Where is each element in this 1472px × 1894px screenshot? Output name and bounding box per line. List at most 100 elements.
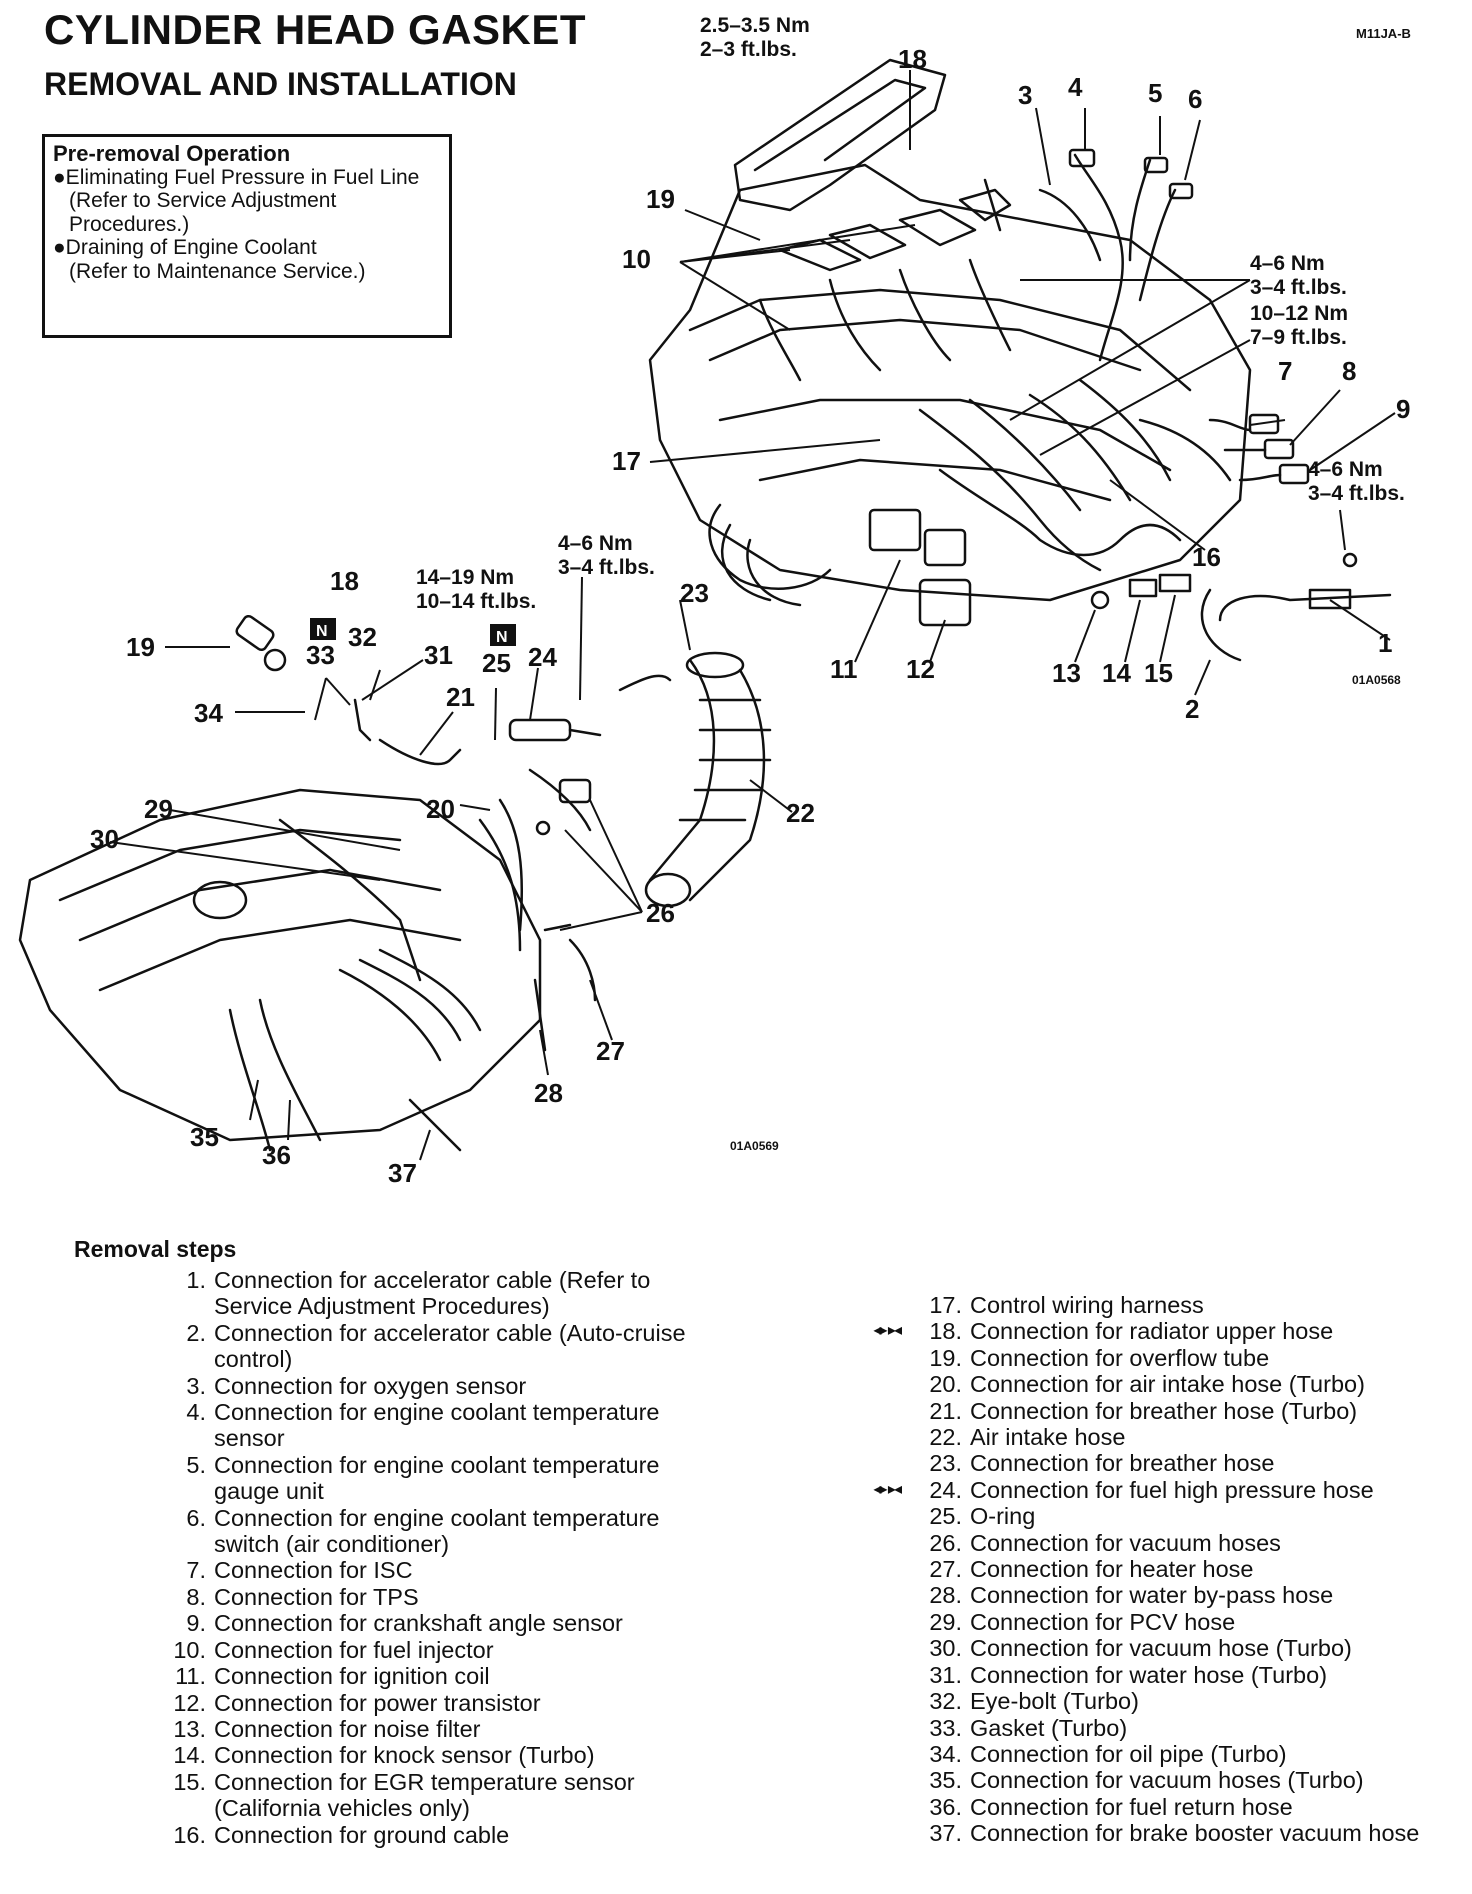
callout-number: 11 [830,654,858,684]
step-number: 15. [173,1768,206,1795]
removal-step: 32. Eye-bolt (Turbo) [906,1688,1466,1714]
step-number: 35. [929,1767,962,1794]
removal-step: 29. Connection for PCV hose [906,1609,1466,1635]
step-text: Connection for overflow tube [970,1344,1270,1371]
step-text: Connection for heater hose [970,1556,1254,1583]
page-title: CYLINDER HEAD GASKET [44,6,587,53]
callout-number: 37 [388,1158,417,1188]
step-text: Connection for fuel injector [214,1636,494,1663]
callout-number: 18 [898,44,927,74]
removal-step: 30.Connection for vacuum hose (Turbo) [906,1635,1466,1661]
step-number: 33. [929,1714,962,1741]
air-intake-turbo-hose-illustration [498,798,524,932]
step-text: Connection for fuel return hose [970,1793,1293,1820]
reference-code: M11JA-B [1356,26,1411,41]
figure-id: 01A0568 [1352,673,1401,687]
step-text: Eye-bolt (Turbo) [970,1688,1139,1715]
accelerator-cable-illustration [1200,552,1392,662]
callout-number: 21 [446,682,475,712]
step-text: Connection for accelerator cable (Refer … [214,1267,651,1320]
pre-removal-heading: Pre-removal Operation [53,141,291,166]
callout-number: 22 [786,798,815,828]
callout-number: 20 [426,794,455,824]
step-text: Connection for brake booster vacuum hose [970,1820,1420,1847]
step-text: Connection for oil pipe (Turbo) [970,1740,1287,1767]
callout-number: 26 [646,898,675,928]
heater-hose-illustration [568,938,597,1002]
pre-removal-item: ●Eliminating Fuel Pressure in Fuel Line [53,165,420,189]
removal-step: 6.Connection for engine coolant temperat… [150,1505,710,1558]
callout-number: 24 [528,642,557,672]
step-text: Connection for PCV hose [970,1608,1236,1635]
pre-removal-note: (Refer to Maintenance Service.) [69,259,366,283]
engine-exploded-diagram: N N 2.5–3.5 Nm 2–3 ft.lbs. 4–6 Nm 3–4 ft… [18,14,1410,1188]
step-number: 34. [929,1740,962,1767]
step-number: 32. [929,1688,962,1715]
installation-note-mark: ◂▸ ▸◂ [873,1322,902,1340]
callout-number: 1 [1378,628,1392,658]
callout-number: 23 [680,578,709,608]
figure-id: 01A0569 [730,1139,779,1153]
callout-number: 3 [1018,80,1032,110]
callout-number: 8 [1342,356,1356,386]
torque-value: 4–6 Nm [1308,458,1383,481]
new-part-mark-icon [310,618,516,646]
callout-number: 10 [622,244,651,274]
torque-value: 4–6 Nm [558,532,633,555]
page-subtitle: REMOVAL AND INSTALLATION [44,66,517,102]
step-text: Connection for engine coolant temperatur… [214,1399,660,1452]
step-number: 31. [929,1661,962,1688]
removal-step: 13.Connection for noise filter [150,1716,710,1742]
fuel-injector-illustration [778,178,1012,272]
step-text: Air intake hose [970,1424,1126,1451]
callout-number: 30 [90,824,119,854]
removal-step: 17.Control wiring harness [906,1292,1466,1318]
step-number: 37. [929,1820,962,1847]
step-text: Gasket (Turbo) [970,1714,1128,1741]
removal-step: 35.Connection for vacuum hoses (Turbo) [906,1767,1466,1793]
new-part-mark: N [496,629,508,646]
step-number: 23. [929,1450,962,1477]
callout-number: 34 [194,698,223,728]
callout-number: 29 [144,794,173,824]
removal-step: 28.Connection for water by-pass hose [906,1582,1466,1608]
removal-steps-heading: Removal steps [74,1236,237,1262]
callout-number: 25 [482,648,511,678]
removal-step: 20.Connection for air intake hose (Turbo… [906,1371,1466,1397]
step-text: Connection for breather hose [970,1450,1275,1477]
air-intake-hose-illustration [644,651,772,908]
callout-number: 12 [906,654,935,684]
step-text: Connection for ISC [214,1557,413,1584]
step-text: Connection for engine coolant temperatur… [214,1451,660,1505]
installation-note-mark: ◂▸ ▸◂ [873,1480,902,1498]
callout-number: 19 [646,184,675,214]
step-number: 20. [929,1371,962,1398]
callout-number: 15 [1144,658,1173,688]
step-number: 10. [173,1636,206,1663]
callout-number: 28 [534,1078,563,1108]
step-number: 25. [929,1503,962,1530]
brake-booster-hose-illustration [408,1098,462,1152]
torque-value: 14–19 Nm [416,566,514,589]
step-text: Connection for vacuum hose (Turbo) [970,1635,1352,1662]
removal-step: 4.Connection for engine coolant temperat… [150,1399,710,1452]
step-text: Connection for engine coolant temperatur… [214,1504,660,1558]
torque-value: 4–6 Nm [1250,252,1325,275]
step-number: 22. [929,1424,962,1451]
step-number: 28. [929,1582,962,1609]
removal-step: ◂▸ ▸◂18.Connection for radiator upper ho… [873,1318,1466,1345]
step-number: 14. [173,1742,206,1769]
step-number: 3. [186,1372,206,1399]
callout-number: 31 [424,640,453,670]
step-number: 18. [929,1318,962,1345]
pre-removal-note: (Refer to Service Adjustment Procedures.… [69,189,337,236]
removal-step: 10. Connection for fuel injector [150,1637,710,1663]
step-number: 27. [929,1556,962,1583]
step-number: 16. [173,1821,206,1848]
step-number: 8. [186,1583,206,1610]
step-text: Connection for crankshaft angle sensor [214,1610,623,1637]
removal-steps-left: 1.Connection for accelerator cable (Refe… [150,1267,710,1848]
step-number: 29. [929,1608,962,1635]
step-text: Connection for fuel high pressure hose [970,1476,1374,1503]
radiator-hose-cover-illustration [733,58,947,212]
